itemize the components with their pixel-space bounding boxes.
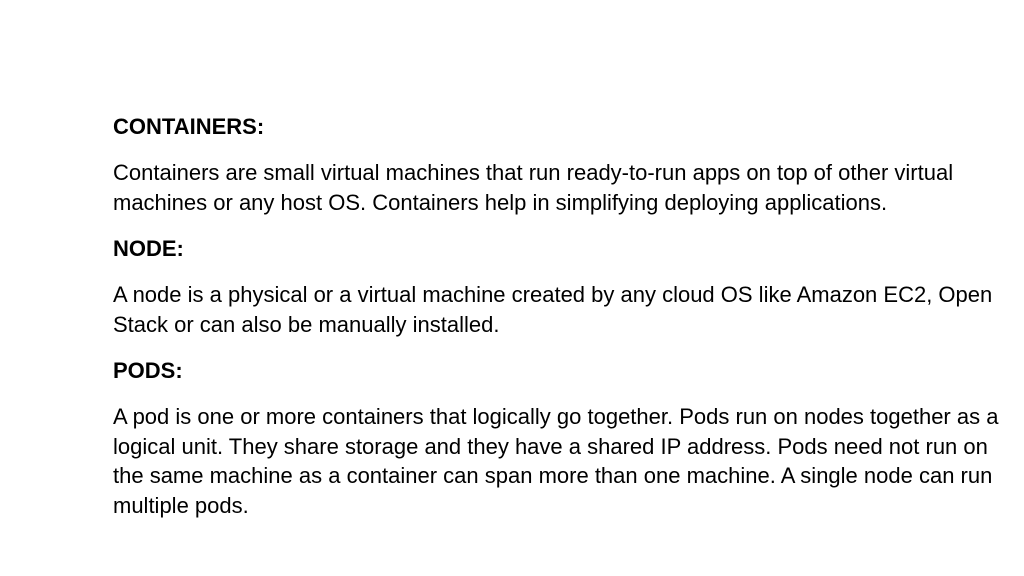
pods-description: A pod is one or more containers that log… [113,404,999,518]
containers-heading: CONTAINERS: [113,114,265,139]
slide-content: CONTAINERS: Containers are small virtual… [113,112,1013,537]
containers-description: Containers are small virtual machines th… [113,160,954,215]
pods-heading: PODS: [113,358,183,383]
node-description: A node is a physical or a virtual machin… [113,282,993,337]
node-heading: NODE: [113,236,184,261]
